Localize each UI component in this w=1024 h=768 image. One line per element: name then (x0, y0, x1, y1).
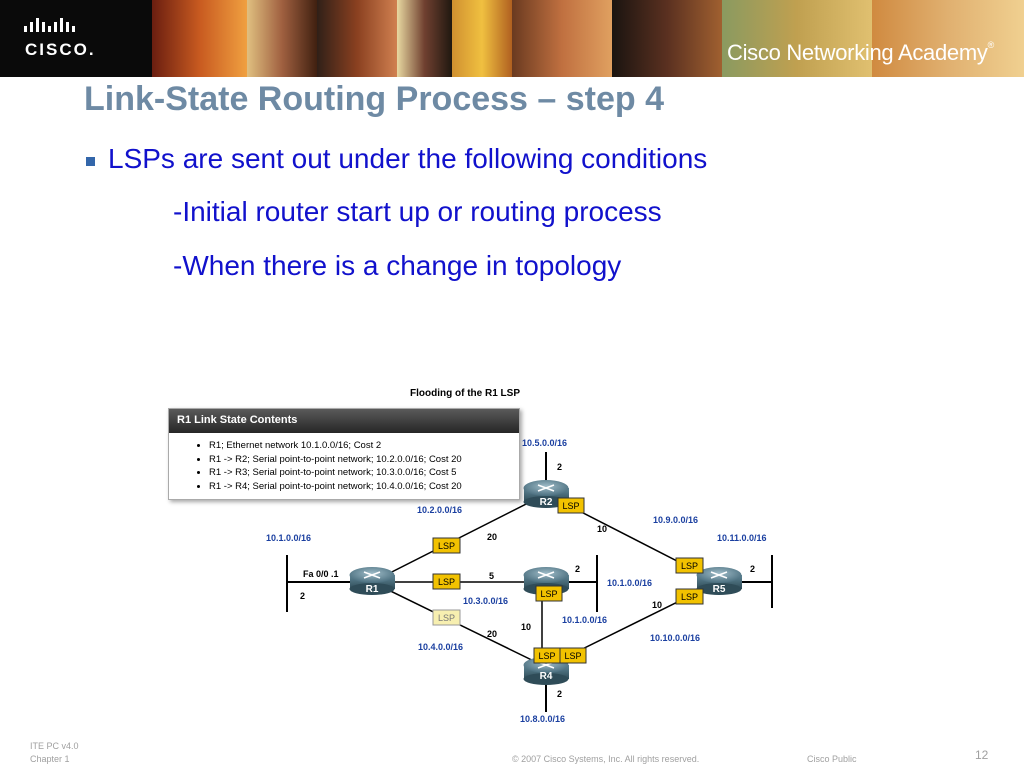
academy-name: Cisco Networking Academy® (727, 40, 994, 65)
svg-text:LSP: LSP (438, 541, 455, 551)
router-r1-icon (349, 567, 395, 595)
network-label: 10.1.0.0/16 (607, 578, 652, 588)
figure-title: Flooding of the R1 LSP (410, 388, 520, 399)
banner-photo (317, 0, 397, 77)
lsp-envelope-icon: LSP (432, 609, 461, 626)
lsp-contents-item: R1 -> R4; Serial point-to-point network;… (209, 480, 519, 494)
svg-text:LSP: LSP (538, 651, 555, 661)
svg-text:LSP: LSP (562, 501, 579, 511)
lsp-envelope-icon: LSP (675, 588, 704, 605)
slide-title: Link-State Routing Process – step 4 (84, 80, 665, 118)
banner-photo (872, 0, 1024, 77)
svg-text:LSP: LSP (438, 613, 455, 623)
sub-bullet-2: -When there is a change in topology (173, 250, 622, 281)
banner-photo (512, 0, 612, 77)
cisco-logo-area: CISCO. (0, 0, 152, 77)
network-label: 10.9.0.0/16 (653, 515, 698, 525)
network-label: 10.10.0.0/16 (650, 633, 700, 643)
router-r5-label: R5 (713, 584, 726, 595)
network-label: 10.8.0.0/16 (520, 714, 565, 724)
cost-label: 2 (575, 564, 580, 574)
network-label: 10.3.0.0/16 (463, 596, 508, 606)
cisco-logo-icon (24, 18, 75, 32)
banner-photo (247, 0, 317, 77)
lsp-envelope-icon: LSP (557, 497, 585, 514)
network-label: 10.4.0.0/16 (418, 642, 463, 652)
router-r5-icon (696, 567, 742, 595)
lsp-envelope-icon: LSP (675, 557, 704, 574)
cost-label: 2 (557, 689, 562, 699)
cost-label: 2 (300, 591, 305, 601)
footer-classification: Cisco Public (807, 754, 857, 764)
footer-chapter: Chapter 1 (30, 754, 70, 764)
lsp-envelopes: LSP LSP LSP LSP LSP LSP LSP LSP LSP (432, 497, 704, 664)
svg-text:LSP: LSP (681, 561, 698, 571)
footer-version: ITE PC v4.0 (30, 741, 79, 751)
banner-photo (397, 0, 452, 77)
cost-label: 5 (489, 571, 494, 581)
lsp-contents-header: R1 Link State Contents (169, 409, 519, 433)
lsp-contents-item: R1 -> R3; Serial point-to-point network;… (209, 466, 519, 480)
svg-text:LSP: LSP (540, 589, 557, 599)
network-label: 10.1.0.0/16 (562, 615, 607, 625)
router-r1-label: R1 (366, 584, 379, 595)
lsp-envelope-icon: LSP (559, 647, 587, 664)
network-label: 10.5.0.0/16 (522, 438, 567, 448)
cost-label: 20 (487, 532, 497, 542)
cisco-brand-text: CISCO. (25, 40, 96, 59)
router-r2-icon (523, 480, 569, 508)
lsp-contents-item: R1; Ethernet network 10.1.0.0/16; Cost 2 (209, 439, 519, 453)
bullet-text: LSPs are sent out under the following co… (108, 143, 708, 174)
lsp-envelope-icon: LSP (533, 647, 561, 664)
cost-label: 2 (750, 564, 755, 574)
bullet-square-icon (86, 157, 95, 166)
svg-text:LSP: LSP (681, 592, 698, 602)
sub-bullet-1: -Initial router start up or routing proc… (173, 196, 662, 227)
svg-text:LSP: LSP (438, 577, 455, 587)
lsp-envelope-icon: LSP (432, 537, 461, 554)
svg-text:LSP: LSP (564, 651, 581, 661)
cost-label: 10 (521, 622, 531, 632)
network-label: 10.1.0.0/16 (266, 533, 311, 543)
lsp-contents-item: R1 -> R2; Serial point-to-point network;… (209, 453, 519, 467)
lsp-contents-panel: R1 Link State Contents R1; Ethernet netw… (168, 408, 520, 500)
cost-label: 2 (557, 462, 562, 472)
banner-photo (452, 0, 512, 77)
router-r4-label: R4 (540, 671, 553, 682)
banner-photo (612, 0, 722, 77)
network-label: 10.11.0.0/16 (717, 533, 767, 543)
banner-photo (152, 0, 247, 77)
lsp-envelope-icon: LSP (535, 585, 563, 602)
lsp-envelope-icon: LSP (432, 573, 461, 590)
network-label: 10.2.0.0/16 (417, 505, 462, 515)
cost-label: 20 (487, 629, 497, 639)
lsp-contents-list: R1; Ethernet network 10.1.0.0/16; Cost 2… (169, 439, 519, 493)
page-number: 12 (975, 748, 989, 762)
footer-copyright: © 2007 Cisco Systems, Inc. All rights re… (512, 754, 700, 764)
banner-photo (722, 0, 872, 77)
router-r2-label: R2 (540, 497, 553, 508)
cost-label: 10 (652, 600, 662, 610)
header-banner: CISCO. Cisco Networking Academy® (0, 0, 1024, 77)
interface-label: Fa 0/0 .1 (303, 569, 339, 579)
cost-label: 10 (597, 524, 607, 534)
